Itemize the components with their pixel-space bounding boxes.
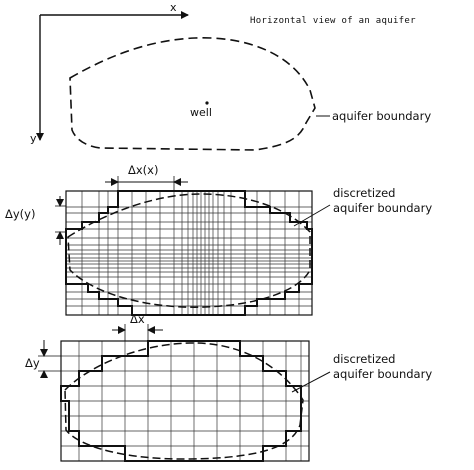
uniform-grid	[61, 341, 309, 461]
bottom-staircase-boundary	[60, 340, 302, 462]
well-label: well	[190, 106, 212, 119]
top-panel: x y Horizontal view of an aquifer well a…	[30, 1, 431, 151]
bottom-panel: Δx Δy discretized aquifer boundary	[25, 312, 432, 462]
discretized-label-line1: discretized	[333, 186, 395, 200]
bottom-discretized-label-line2: aquifer boundary	[333, 367, 432, 381]
middle-label-leader	[293, 204, 331, 227]
aquifer-boundary-label: aquifer boundary	[332, 109, 431, 123]
variable-grid	[66, 191, 312, 315]
middle-staircase-boundary	[65, 190, 313, 316]
bottom-aquifer-boundary-curve	[64, 342, 304, 460]
panel-title: Horizontal view of an aquifer	[250, 16, 416, 26]
bottom-discretized-label-line1: discretized	[333, 352, 395, 366]
bottom-label-leader	[291, 371, 331, 393]
middle-grid-frame	[65, 190, 313, 316]
well-marker	[205, 101, 209, 105]
aquifer-boundary-outline	[69, 37, 316, 151]
bottom-dx-label: Δx	[130, 312, 145, 326]
y-axis-label: y	[30, 132, 37, 145]
x-axis-label: x	[170, 1, 177, 14]
middle-panel: Δx(x) Δy(y) discretized aquifer boundary	[5, 163, 432, 316]
dx-x-label: Δx(x)	[128, 163, 158, 177]
dy-y-label: Δy(y)	[5, 207, 35, 221]
discretized-label-line2: aquifer boundary	[333, 201, 432, 215]
bottom-dy-label: Δy	[25, 356, 40, 370]
middle-aquifer-boundary-curve	[67, 193, 311, 308]
